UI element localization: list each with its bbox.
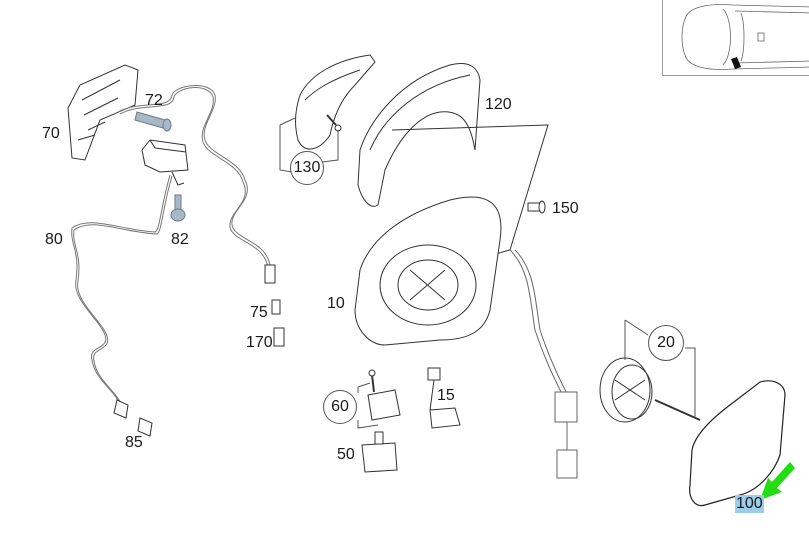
bolt-part-72[interactable]	[134, 111, 172, 132]
mirror-housing-part-10[interactable]	[354, 124, 549, 346]
callout-100-selected[interactable]: 100	[735, 495, 764, 513]
actuator-part-60[interactable]	[367, 369, 401, 421]
car-top-view-icon	[681, 4, 809, 70]
callout-70[interactable]: 70	[42, 125, 60, 142]
callout-50[interactable]: 50	[337, 446, 355, 463]
connector-part-170[interactable]	[273, 327, 285, 347]
motor-part-50[interactable]	[361, 431, 398, 473]
harness-cable[interactable]	[509, 249, 578, 479]
callout-15[interactable]: 15	[437, 387, 455, 404]
glass-motor-part-20[interactable]	[599, 357, 701, 423]
pointer-arrow-icon	[760, 462, 795, 500]
wire-harness-80[interactable]	[71, 85, 271, 407]
callout-60[interactable]: 60	[323, 390, 357, 424]
callout-72[interactable]: 72	[145, 92, 163, 109]
callout-170[interactable]: 170	[246, 334, 273, 351]
callout-82[interactable]: 82	[171, 231, 189, 248]
callout-130[interactable]: 130	[290, 151, 324, 185]
callout-20[interactable]: 20	[648, 325, 684, 361]
bolt-part-82[interactable]	[170, 194, 186, 222]
callout-10[interactable]: 10	[327, 295, 345, 312]
vehicle-overview-thumbnail[interactable]	[662, 0, 809, 76]
control-module[interactable]	[141, 139, 189, 186]
bracket-part-70[interactable]	[67, 64, 139, 161]
callout-85[interactable]: 85	[125, 434, 143, 451]
mirror-glass-part-100[interactable]	[689, 380, 786, 507]
callout-150[interactable]: 150	[552, 200, 579, 217]
connector-part-85[interactable]	[113, 399, 153, 437]
mirror-cover-part-120[interactable]	[357, 63, 481, 207]
turn-signal-part-130[interactable]	[295, 54, 376, 150]
sensor-part-15[interactable]	[427, 367, 461, 429]
callout-75[interactable]: 75	[250, 304, 268, 321]
callout-120[interactable]: 120	[485, 96, 512, 113]
screw-part-150[interactable]	[527, 200, 546, 214]
callout-80[interactable]: 80	[45, 231, 63, 248]
connector-part-75[interactable]	[264, 264, 281, 315]
